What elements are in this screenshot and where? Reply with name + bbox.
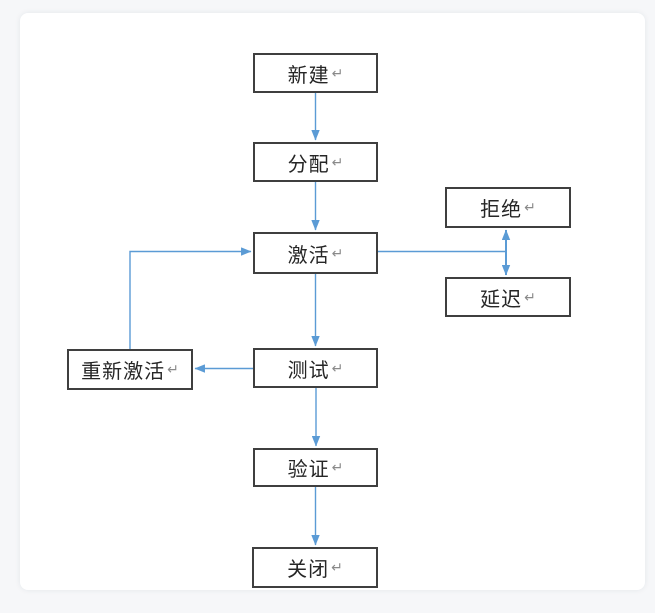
flow-node-delay: 延迟↵ [445,277,571,317]
flow-node-activate-label: 激活 [287,244,330,267]
flow-node-new-label: 新建 [287,64,330,87]
flow-node-verify-label: 验证 [287,459,330,481]
flow-node-close: 关闭↵ [252,547,378,588]
paragraph-return-mark-icon: ↵ [524,199,536,215]
flow-node-new: 新建↵ [253,53,378,93]
paragraph-return-mark-icon: ↵ [331,244,344,261]
flow-node-assign: 分配↵ [253,142,378,182]
flow-node-activate: 激活↵ [253,232,378,274]
paragraph-return-mark-icon: ↵ [331,559,343,575]
flow-node-reject: 拒绝↵ [445,187,571,228]
flow-node-reactivate: 重新激活↵ [67,349,193,390]
flow-node-test: 测试↵ [253,348,378,388]
flow-node-assign-label: 分配 [287,153,330,176]
flow-node-test-label: 测试 [287,359,330,382]
paragraph-return-mark-icon: ↵ [524,288,536,305]
flow-node-delay-label: 延迟 [480,288,523,311]
flow-node-close-label: 关闭 [287,559,330,581]
paragraph-return-mark-icon: ↵ [331,64,344,81]
paragraph-return-mark-icon: ↵ [331,459,344,475]
paragraph-return-mark-icon: ↵ [167,361,179,377]
flow-node-verify: 验证↵ [253,448,378,487]
paragraph-return-mark-icon: ↵ [331,153,344,170]
flow-node-reject-label: 拒绝 [480,199,523,221]
paragraph-return-mark-icon: ↵ [331,359,344,376]
flow-node-reactivate-label: 重新激活 [81,361,166,383]
